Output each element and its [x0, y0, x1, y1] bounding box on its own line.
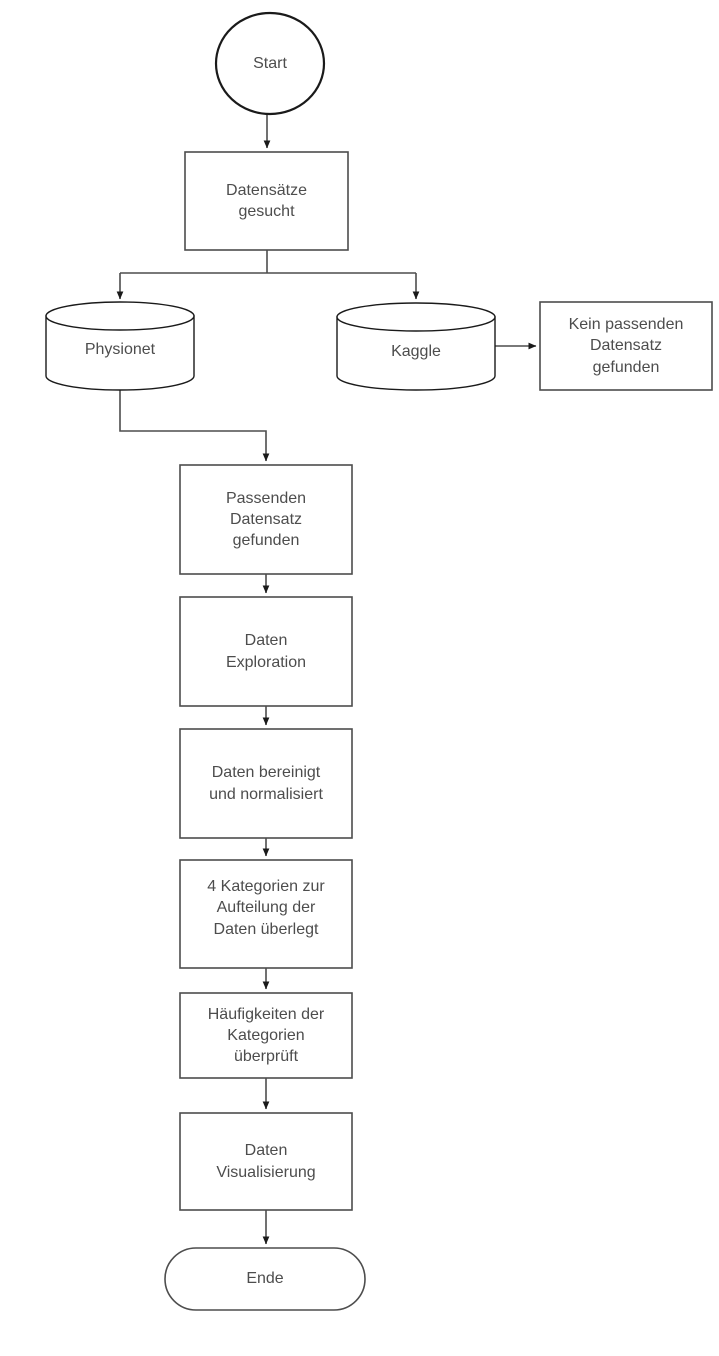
shape-haeufigkeiten-ueberprueft[interactable] [179, 992, 353, 1079]
shape-daten-visualisierung[interactable] [179, 1112, 353, 1211]
shape-daten-exploration[interactable] [179, 596, 353, 707]
shape-kein-passender-datensatz[interactable] [539, 301, 713, 391]
shape-start-circle[interactable] [214, 11, 326, 116]
shape-physionet-database[interactable] [45, 301, 195, 391]
shape-datensaetze-gesucht[interactable] [184, 151, 349, 251]
shape-daten-bereinigt[interactable] [179, 728, 353, 839]
shape-kaggle-database[interactable] [336, 302, 496, 391]
connector-physionet-to-passenden [119, 388, 270, 462]
shape-passenden-datensatz-gefunden[interactable] [179, 464, 353, 575]
shape-ende-terminator[interactable] [164, 1247, 366, 1311]
shape-kategorien-ueberlegt[interactable] [179, 859, 353, 969]
